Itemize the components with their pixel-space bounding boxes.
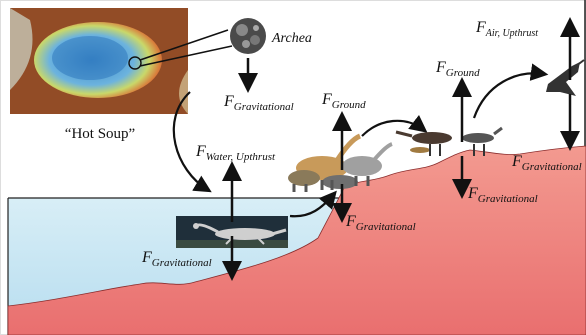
svg-text:FWater, Upthrust: FWater, Upthrust: [195, 143, 276, 163]
transition-arrow-theropods-to-bird: [474, 73, 544, 118]
land-ground-label-2: FGround: [435, 59, 480, 79]
svg-text:FAir, Upthrust: FAir, Upthrust: [475, 19, 538, 39]
svg-text:FGravitational: FGravitational: [223, 93, 294, 113]
bird-icon: [546, 60, 584, 96]
archea-cell-icon: [230, 18, 266, 54]
archea-label: Archea: [271, 31, 312, 46]
hot-soup-caption: “Hot Soup”: [65, 126, 135, 142]
svg-text:FGround: FGround: [321, 91, 366, 111]
land-ground-label-1: FGround: [321, 91, 366, 111]
archea-gravity-label: FGravitational: [223, 93, 294, 113]
svg-text:FGround: FGround: [435, 59, 480, 79]
transition-arrow-soup-to-water: [174, 92, 208, 190]
air-upthrust-label: FAir, Upthrust: [475, 19, 538, 39]
water-upthrust-label: FWater, Upthrust: [195, 143, 276, 163]
transition-arrow-sauropods-to-theropods: [362, 121, 424, 136]
